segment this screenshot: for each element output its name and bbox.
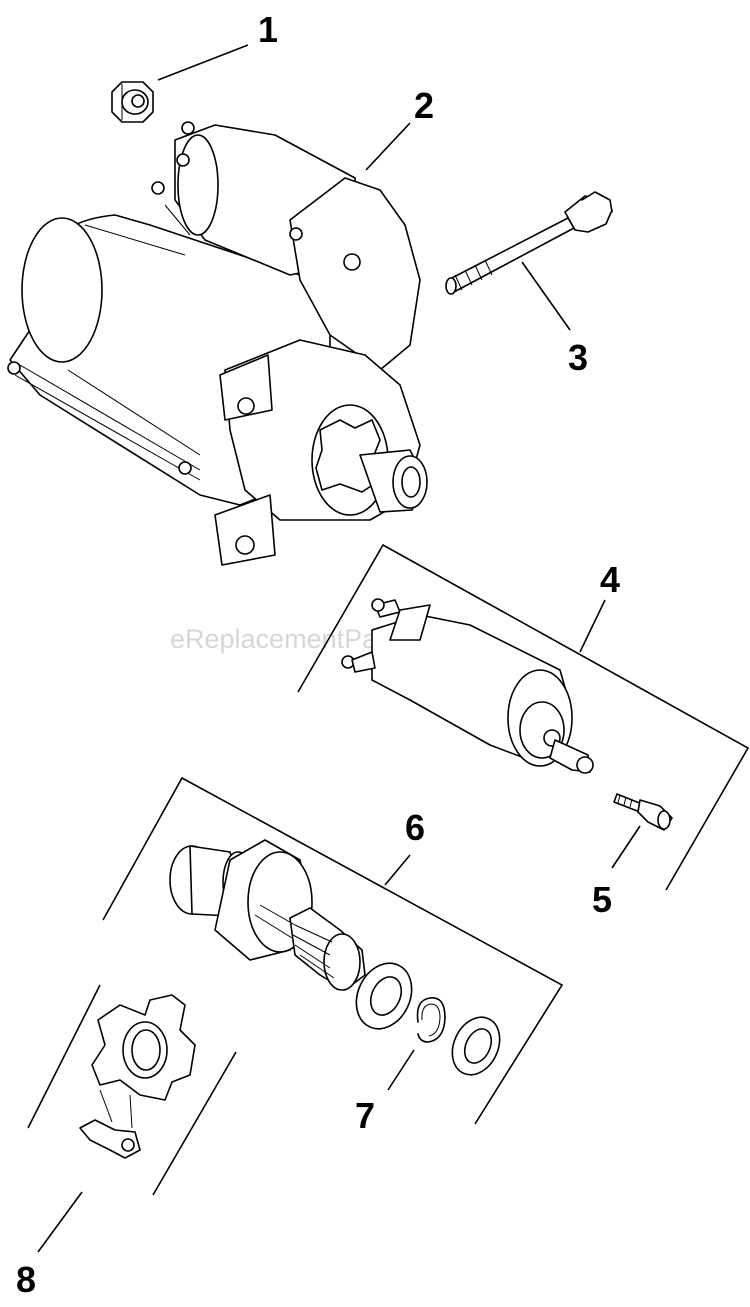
through-bolt-icon[interactable] — [445, 191, 613, 295]
callout-5[interactable]: 5 — [592, 879, 612, 920]
group-box-6 — [102, 776, 564, 1125]
group-box-4 — [297, 543, 750, 891]
leader-line-7 — [387, 1049, 415, 1091]
callout-2[interactable]: 2 — [414, 85, 434, 126]
pinion-cover-icon[interactable] — [79, 994, 196, 1159]
callout-7[interactable]: 7 — [355, 1095, 375, 1136]
callout-1[interactable]: 1 — [258, 9, 278, 50]
pinion-drive-kit-icon[interactable] — [169, 839, 366, 991]
retaining-ring-icon[interactable] — [416, 997, 446, 1043]
leader-line-4 — [579, 599, 606, 653]
starter-motor-icon[interactable] — [7, 121, 428, 566]
solenoid-icon[interactable] — [341, 598, 594, 774]
flat-washer-icon[interactable] — [443, 1010, 508, 1083]
leader-line-8 — [37, 1191, 83, 1253]
leader-line-1 — [157, 44, 249, 81]
flange-nut-icon[interactable] — [111, 81, 154, 123]
callout-6[interactable]: 6 — [405, 807, 425, 848]
callout-8[interactable]: 8 — [16, 1259, 36, 1300]
group-box-8 — [27, 984, 237, 1196]
callout-3[interactable]: 3 — [568, 337, 588, 378]
screw-icon[interactable] — [613, 793, 673, 831]
thrust-washer-icon[interactable] — [346, 954, 422, 1038]
leader-line-3 — [521, 261, 571, 331]
callout-4[interactable]: 4 — [600, 559, 620, 600]
leader-line-2 — [365, 122, 411, 171]
leader-line-6 — [384, 854, 411, 886]
leader-line-5 — [611, 825, 641, 869]
